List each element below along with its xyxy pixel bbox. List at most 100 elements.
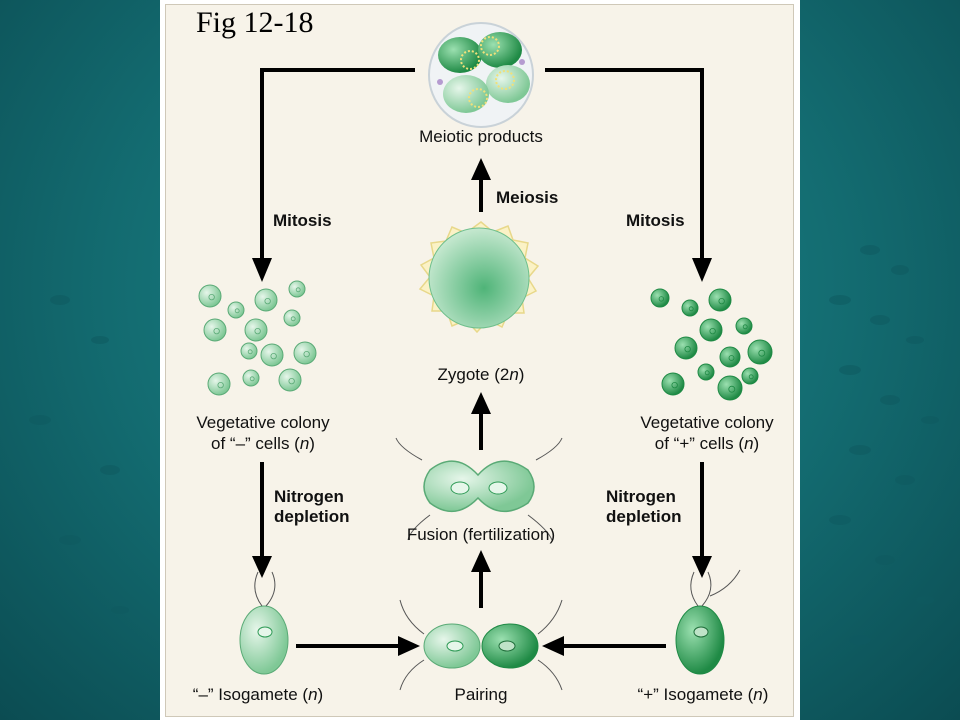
mitosis-left-arrow [252,68,415,282]
colony-cell-nucleus [728,385,736,393]
meiosis-arrow [471,158,491,212]
fusion-label: Fusion (fertilization) [406,525,556,544]
vegetative-plus-label-line1: Vegetative colony [640,413,774,432]
colony-cell [278,368,302,392]
colony-cell [717,375,743,401]
colony-cell [735,317,753,335]
pairing-right-arrow [542,636,666,656]
colony-cell [708,288,732,312]
life-cycle-diagram [198,22,773,691]
colony-cell-nucleus [288,377,295,385]
colony-cell-nucleus [264,297,271,305]
nitrogen-depletion-left-line1: Nitrogen [274,487,344,506]
pairing-left-arrow [296,636,420,656]
plus-isogamete-label-n: n [753,685,763,704]
colony-cell [283,309,301,327]
colony-cell-nucleus [671,381,678,389]
zygote-label-prefix: Zygote (2 [437,365,510,384]
minus-isogamete-label-prefix: “–” Isogamete ( [192,685,309,704]
nitrogen-depletion-right-line2: depletion [606,507,682,526]
nitrogen-right-arrow [692,462,712,578]
minus-isogamete-label: “–” Isogamete (n) [172,684,344,705]
colony-cell-nucleus [684,345,691,353]
zygote-label: Zygote (2n) [410,364,552,385]
colony-cell [293,341,317,365]
colony-cell [697,363,715,381]
plus-isogamete-label-suffix: ) [762,685,769,704]
colony-cell-nucleus [254,327,261,335]
colony-cell-nucleus [234,308,240,314]
nitrogen-depletion-left-line2: depletion [274,507,350,526]
colony-cell [747,339,773,365]
vegetative-minus-label-n: n [299,434,310,453]
colony-cell [244,318,268,342]
colony-cell [699,318,723,342]
colony-cell-nucleus [303,350,310,358]
colony-cell [681,299,699,317]
zygote-formation-arrow [471,392,491,450]
plus-isogamete-label-prefix: “+” Isogamete ( [637,685,754,704]
vegetative-colony-minus-image [198,280,317,396]
colony-cell-nucleus [658,296,664,302]
plus-isogamete-image [675,569,741,675]
colony-cell [674,336,698,360]
colony-cell-nucleus [728,355,735,361]
colony-cell-nucleus [290,316,296,322]
minus-isogamete-image [239,571,289,675]
colony-cell-nucleus [688,306,694,312]
colony-cell-nucleus [217,381,224,389]
zygote-label-suffix: ) [518,365,525,384]
pairing-label: Pairing [454,685,508,704]
vegetative-minus-label-prefix: of “–” cells ( [211,434,300,453]
pairing-image [399,599,563,691]
colony-cell [203,318,227,342]
colony-cell [260,343,284,367]
vegetative-colony-plus-image [650,288,773,401]
vegetative-plus-label-line2: of “+” cells (n) [626,433,788,454]
vegetative-minus-label-suffix: ) [309,434,315,453]
nitrogen-left-arrow [252,462,272,578]
colony-cell-nucleus [758,349,766,357]
colony-cell [661,372,685,396]
colony-cell [288,280,306,298]
colony-cell-nucleus [249,376,255,382]
colony-cell-nucleus [742,324,748,330]
vegetative-minus-label-line2: of “–” cells (n) [182,433,344,454]
colony-cell [227,301,245,319]
colony-cell [254,288,278,312]
meiotic-products-image [428,22,534,128]
colony-cell-nucleus [270,352,277,360]
mitosis-right-label: Mitosis [626,211,685,230]
colony-cell [242,369,260,387]
fusion-arrow [471,550,491,608]
zygote-image [418,221,540,334]
vegetative-plus-label-n: n [744,434,754,453]
colony-cell-nucleus [748,374,754,380]
meiosis-label: Meiosis [496,188,559,207]
mitosis-right-arrow [545,68,712,282]
colony-cell-nucleus [208,293,215,301]
plus-isogamete-label: “+” Isogamete (n) [618,684,788,705]
minus-isogamete-label-n: n [308,685,318,704]
figure-title: Fig 12-18 [196,6,314,39]
colony-cell-nucleus [247,349,253,355]
nitrogen-depletion-right-line1: Nitrogen [606,487,676,506]
colony-cell [207,372,231,396]
colony-cell [741,367,759,385]
fusion-image [395,437,563,541]
zygote-label-n: n [509,365,519,384]
vegetative-plus-label-prefix: of “+” cells ( [654,434,745,453]
colony-cell-nucleus [213,327,220,335]
colony-cell [198,284,222,308]
vegetative-plus-label-suffix: ) [753,434,760,453]
vegetative-minus-label-line1: Vegetative colony [196,413,330,432]
colony-cell [240,342,258,360]
meiotic-products-label: Meiotic products [419,127,543,146]
colony-cell-nucleus [295,287,301,293]
colony-cell-nucleus [704,370,710,376]
colony-cell-nucleus [709,327,716,335]
colony-cell-nucleus [718,297,725,305]
minus-isogamete-label-suffix: ) [317,685,324,704]
mitosis-left-label: Mitosis [273,211,332,230]
